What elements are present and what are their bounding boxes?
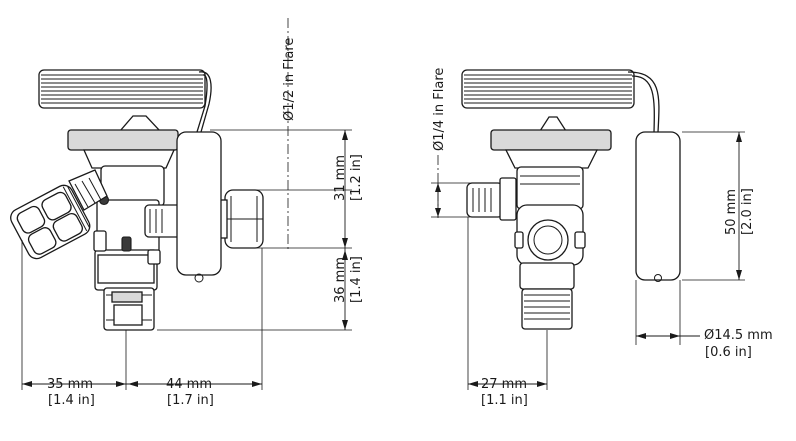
right-horizontal-dims [468,333,700,387]
left-valve-view: Ø1/2 in Flare 31 mm [1.2 in] 36 mm [1.4 … [10,18,364,408]
right-sensing-bulb [635,131,681,282]
left-dim-31-mm: 31 mm [333,155,348,201]
left-valve-body [68,165,182,291]
right-dim-50-in: [2.0 in] [740,188,755,235]
left-ext-lines [21,129,352,390]
left-horizontal-dims [22,381,262,387]
left-dim-35-mm: 35 mm [47,377,93,392]
left-sensing-bulb [176,131,222,283]
left-dim-35-in: [1.4 in] [48,393,95,408]
left-inlet-nut [10,184,91,260]
left-vertical-dims [342,130,348,330]
left-flare-label: Ø1/2 in Flare [282,38,297,121]
right-valve-body [466,166,586,266]
right-dim-27-in: [1.1 in] [481,393,528,408]
left-bottom-nut [103,287,155,331]
right-power-element [490,116,612,169]
left-capillary-coil [38,69,212,133]
left-power-element [67,115,179,169]
left-dim-36-in: [1.4 in] [349,256,364,303]
right-vertical-dims [435,132,742,280]
right-dim-50-mm: 50 mm [724,189,739,235]
right-valve-view: Ø1/4 in Flare 50 mm [2.0 in] Ø14.5 mm [0… [431,68,773,408]
right-dim-14-5-mm: Ø14.5 mm [704,328,773,343]
left-dim-44-in: [1.7 in] [167,393,214,408]
left-dim-44-mm: 44 mm [166,377,212,392]
left-dim-31-in: [1.2 in] [349,154,364,201]
right-dim-27-mm: 27 mm [481,377,527,392]
right-ext-lines [431,131,745,390]
right-dim-14-5-in: [0.6 in] [705,345,752,360]
right-flare-label: Ø1/4 in Flare [432,68,447,151]
right-bottom-fitting [519,262,575,330]
right-capillary-coil [461,69,660,133]
left-dim-36-mm: 36 mm [333,257,348,303]
